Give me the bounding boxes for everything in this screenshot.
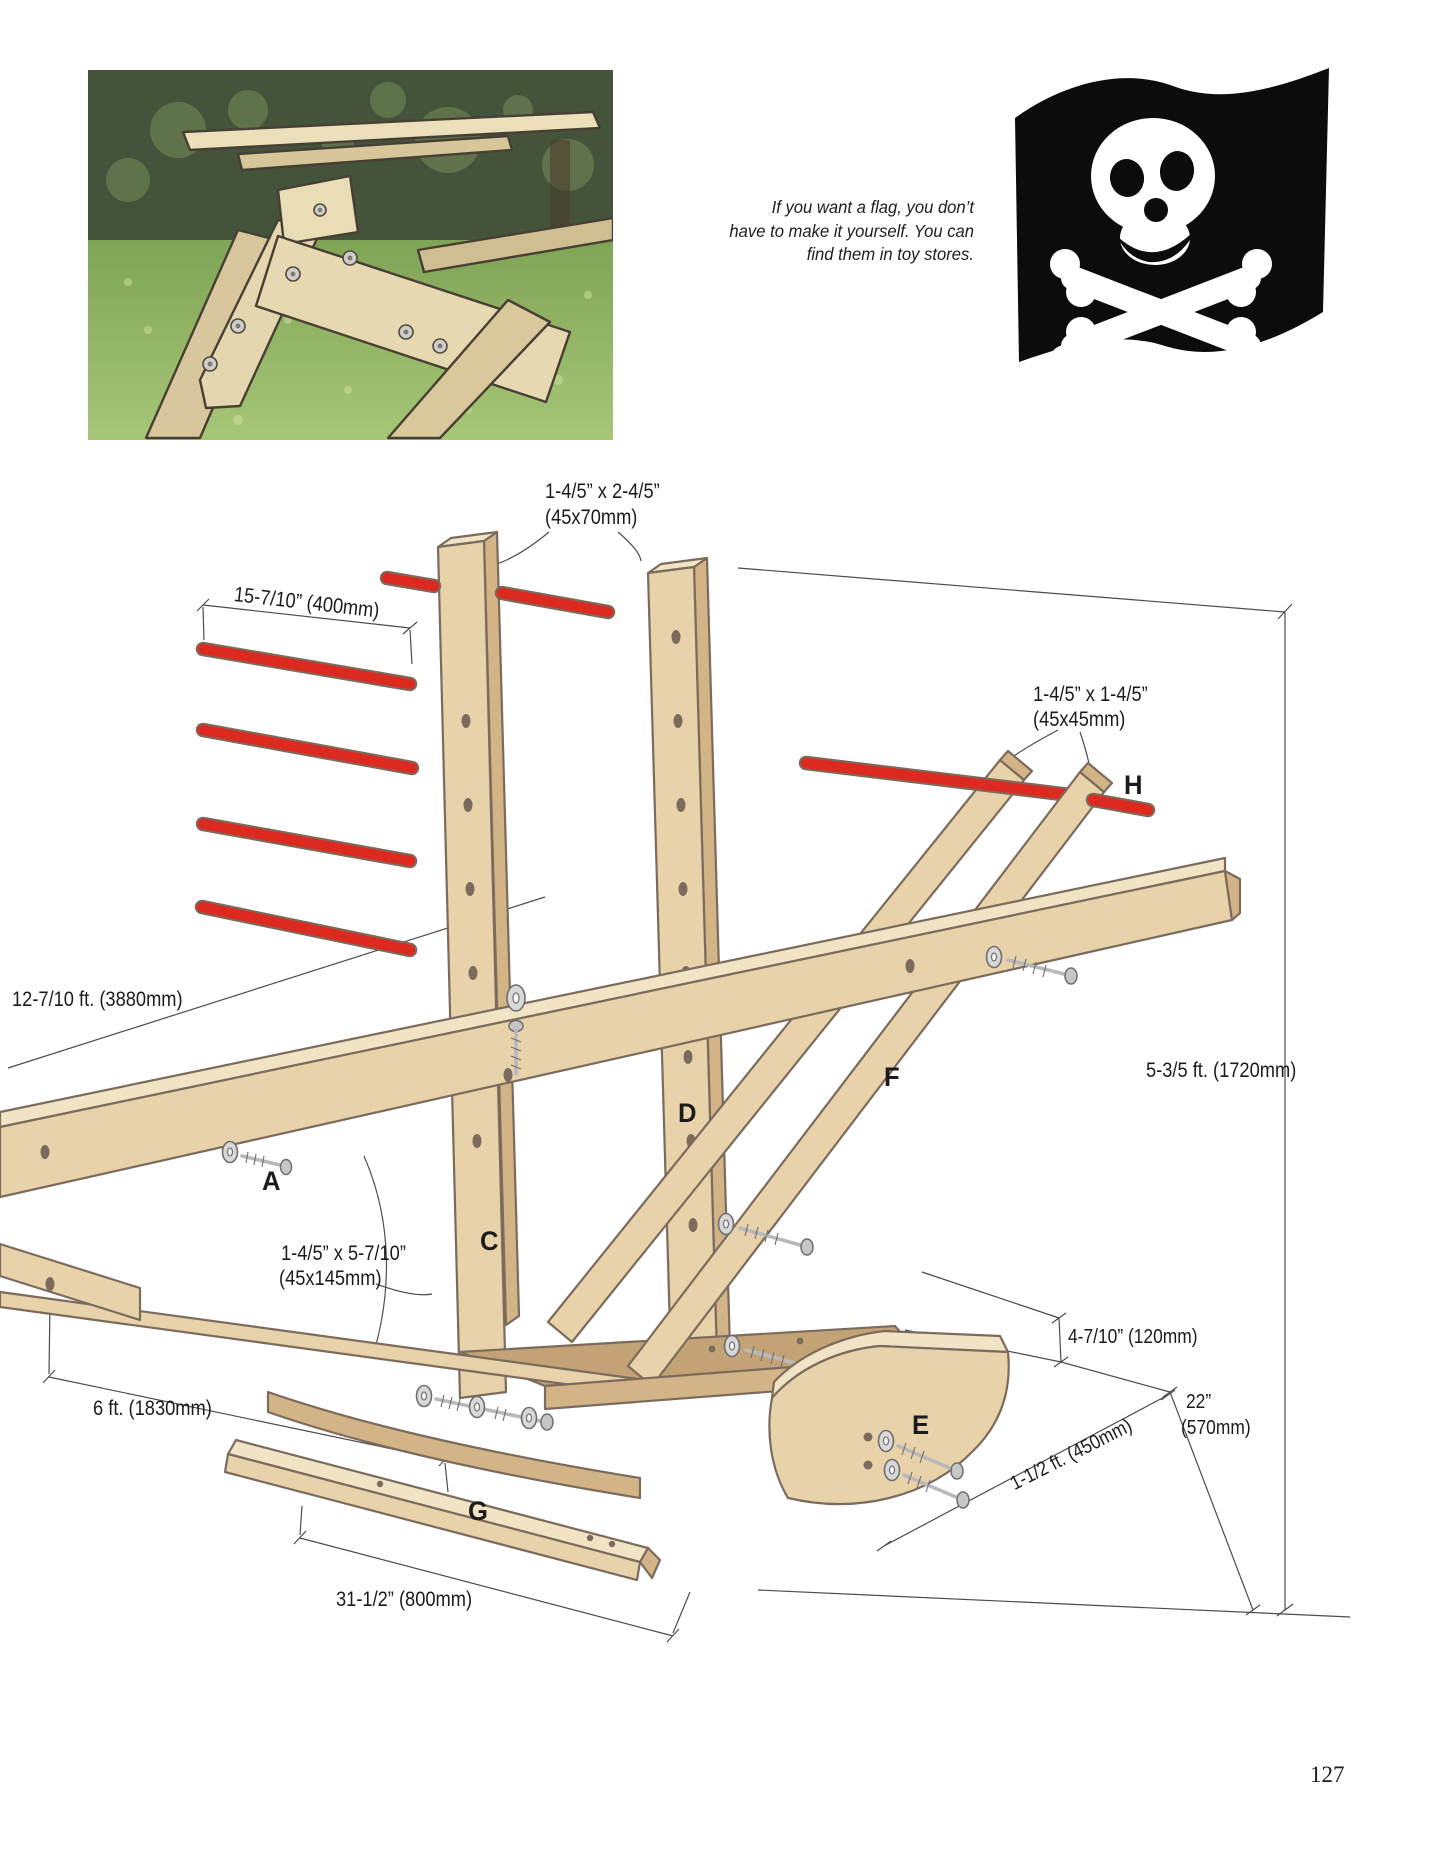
- screw-f-upper: [717, 1212, 814, 1256]
- structure-photo: [88, 70, 615, 440]
- rocker-e: [768, 1329, 1010, 1509]
- screw-base-left: [415, 1384, 554, 1431]
- ladder-rungs: [194, 570, 616, 958]
- far-side-plank-end: [0, 1242, 142, 1322]
- post-c: [436, 530, 521, 1400]
- dim-45x45-line2: (45x45mm): [1033, 708, 1126, 731]
- page-number: 127: [1310, 1762, 1345, 1787]
- rung-h2: [1085, 792, 1156, 818]
- part-label-h: H: [1124, 770, 1143, 800]
- dim-3880mm: 12-7/10 ft. (3880mm): [12, 988, 183, 1011]
- part-label-e: E: [912, 1410, 930, 1440]
- dim-45x70-line2: (45x70mm): [545, 506, 638, 529]
- screw-rocker-1: [877, 1429, 964, 1480]
- dim-1830mm: 6 ft. (1830mm): [93, 1397, 212, 1420]
- dim-570mm-line1: 22”: [1186, 1391, 1212, 1413]
- dim-570mm-line2: (570mm): [1181, 1417, 1251, 1439]
- rung-h1: [798, 755, 1078, 803]
- part-label-f: F: [884, 1062, 900, 1092]
- dimension-lines: [7, 531, 1351, 1643]
- part-label-g: G: [468, 1496, 488, 1526]
- assembly-diagram: [0, 530, 1351, 1643]
- screw-vertical: [506, 984, 526, 1076]
- dim-120mm: 4-7/10” (120mm): [1068, 1326, 1198, 1348]
- dim-45x145-line2: (45x145mm): [279, 1267, 382, 1290]
- dim-45x70-line1: 1-4/5” x 2-4/5”: [545, 480, 660, 503]
- beam-a: [0, 856, 1242, 1199]
- dim-45x45-line1: 1-4/5” x 1-4/5”: [1033, 683, 1148, 706]
- flag-caption: If you want a flag, you don’t have to ma…: [719, 196, 974, 267]
- dim-1720mm: 5-3/5 ft. (1720mm): [1146, 1059, 1297, 1082]
- screw-a-left: [221, 1140, 293, 1176]
- left-rocker: [266, 1390, 642, 1500]
- flag-caption-line1: If you want a flag, you don’t: [771, 197, 974, 217]
- flag-caption-line2: have to make it yourself. You can: [729, 220, 974, 241]
- skid-g: [223, 1438, 662, 1582]
- screw-rocker-2: [883, 1458, 970, 1509]
- part-label-c: C: [480, 1226, 499, 1256]
- jolly-roger-flag-icon: [1015, 68, 1329, 375]
- flag-caption-line3: find them in toy stores.: [806, 244, 974, 264]
- part-label-d: D: [678, 1098, 697, 1128]
- dim-45x145-line1: 1-4/5” x 5-7/10”: [281, 1242, 406, 1265]
- structure-photo-image: [88, 70, 615, 440]
- screw-beam-right: [985, 945, 1078, 985]
- dim-800mm: 31-1/2” (800mm): [336, 1588, 473, 1611]
- part-label-a: A: [262, 1166, 281, 1196]
